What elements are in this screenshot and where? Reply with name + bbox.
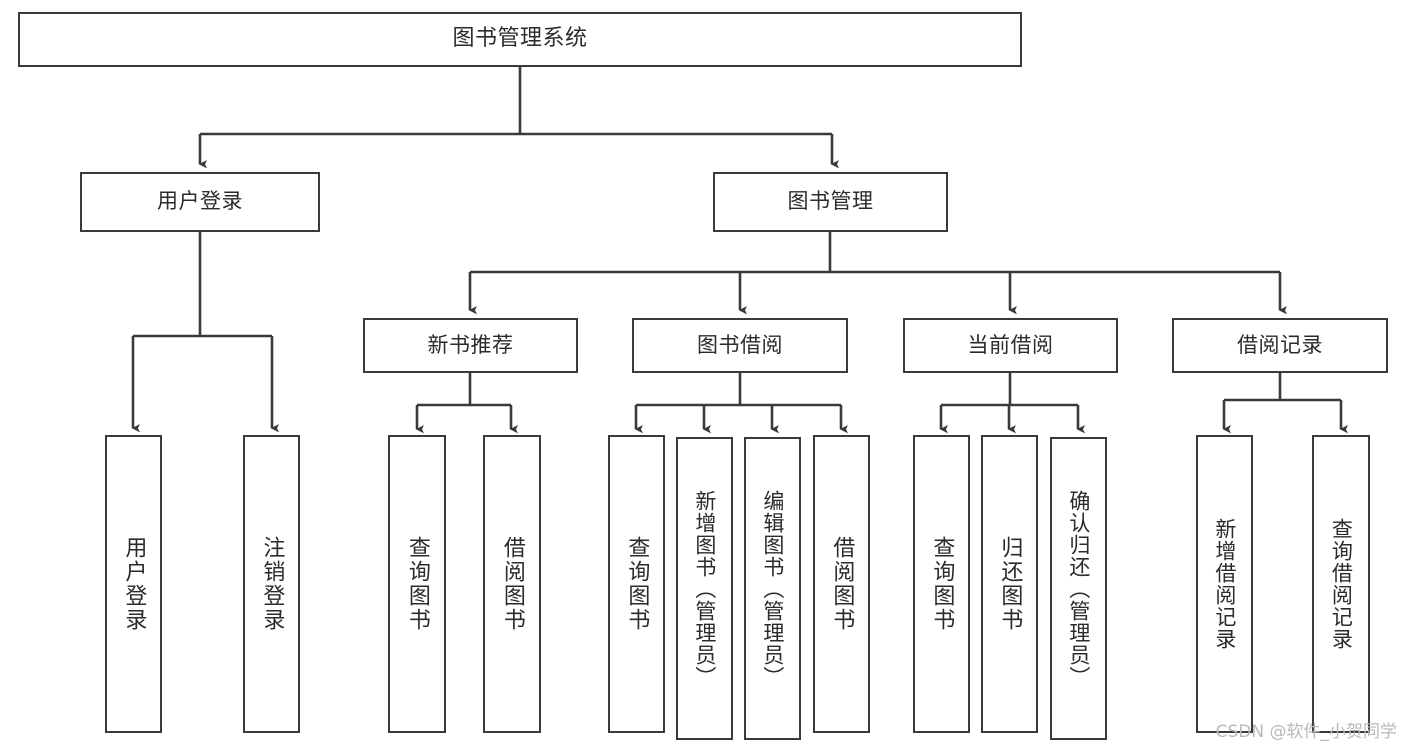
node-label: 编辑图书（管理员） — [760, 489, 785, 688]
leaf-recommend-query-book[interactable]: 查询图书 — [388, 435, 446, 733]
leaf-user-login-login[interactable]: 用户登录 — [105, 435, 162, 733]
node-label: 归还图书 — [997, 536, 1023, 632]
node-label: 新增借阅记录 — [1212, 518, 1237, 650]
node-user-login[interactable]: 用户登录 — [80, 172, 320, 232]
leaf-record-add-borrow-record[interactable]: 新增借阅记录 — [1196, 435, 1253, 733]
leaf-borrow-add-book-admin[interactable]: 新增图书（管理员） — [676, 437, 733, 740]
csdn-watermark: CSDN @软件_小贺同学 — [1215, 722, 1397, 742]
node-label: 借阅图书 — [499, 536, 525, 632]
leaf-borrow-borrow-book[interactable]: 借阅图书 — [813, 435, 870, 733]
node-label: 查询图书 — [929, 536, 955, 632]
leaf-recommend-borrow-book[interactable]: 借阅图书 — [483, 435, 541, 733]
node-label: 图书管理系统 — [452, 26, 588, 52]
node-label: 确认归还（管理员） — [1066, 489, 1091, 688]
node-label: 查询借阅记录 — [1329, 518, 1354, 650]
leaf-borrow-edit-book-admin[interactable]: 编辑图书（管理员） — [744, 437, 801, 740]
node-label: 新书推荐 — [427, 332, 514, 357]
node-current-borrow[interactable]: 当前借阅 — [903, 318, 1118, 373]
node-root-system[interactable]: 图书管理系统 — [18, 12, 1022, 67]
node-label: 用户登录 — [157, 189, 243, 214]
node-label: 借阅记录 — [1237, 332, 1323, 357]
node-label: 查询图书 — [624, 536, 650, 632]
node-borrow-record[interactable]: 借阅记录 — [1172, 318, 1388, 373]
leaf-current-return-book[interactable]: 归还图书 — [981, 435, 1038, 733]
node-new-book-recommend[interactable]: 新书推荐 — [363, 318, 578, 373]
leaf-record-query-borrow-record[interactable]: 查询借阅记录 — [1312, 435, 1370, 733]
node-label: 用户登录 — [121, 536, 147, 632]
leaf-borrow-query-book[interactable]: 查询图书 — [608, 435, 665, 733]
node-label: 借阅图书 — [829, 536, 855, 632]
node-label: 当前借阅 — [967, 332, 1054, 357]
node-book-management[interactable]: 图书管理 — [713, 172, 948, 232]
node-book-borrow[interactable]: 图书借阅 — [632, 318, 848, 373]
node-label: 图书借阅 — [697, 332, 783, 357]
leaf-user-login-logout[interactable]: 注销登录 — [243, 435, 300, 733]
node-label: 图书管理 — [787, 189, 874, 214]
leaf-current-confirm-return-admin[interactable]: 确认归还（管理员） — [1050, 437, 1107, 740]
node-label: 新增图书（管理员） — [692, 489, 717, 688]
leaf-current-query-book[interactable]: 查询图书 — [913, 435, 970, 733]
node-label: 查询图书 — [404, 536, 430, 632]
node-label: 注销登录 — [259, 536, 285, 632]
